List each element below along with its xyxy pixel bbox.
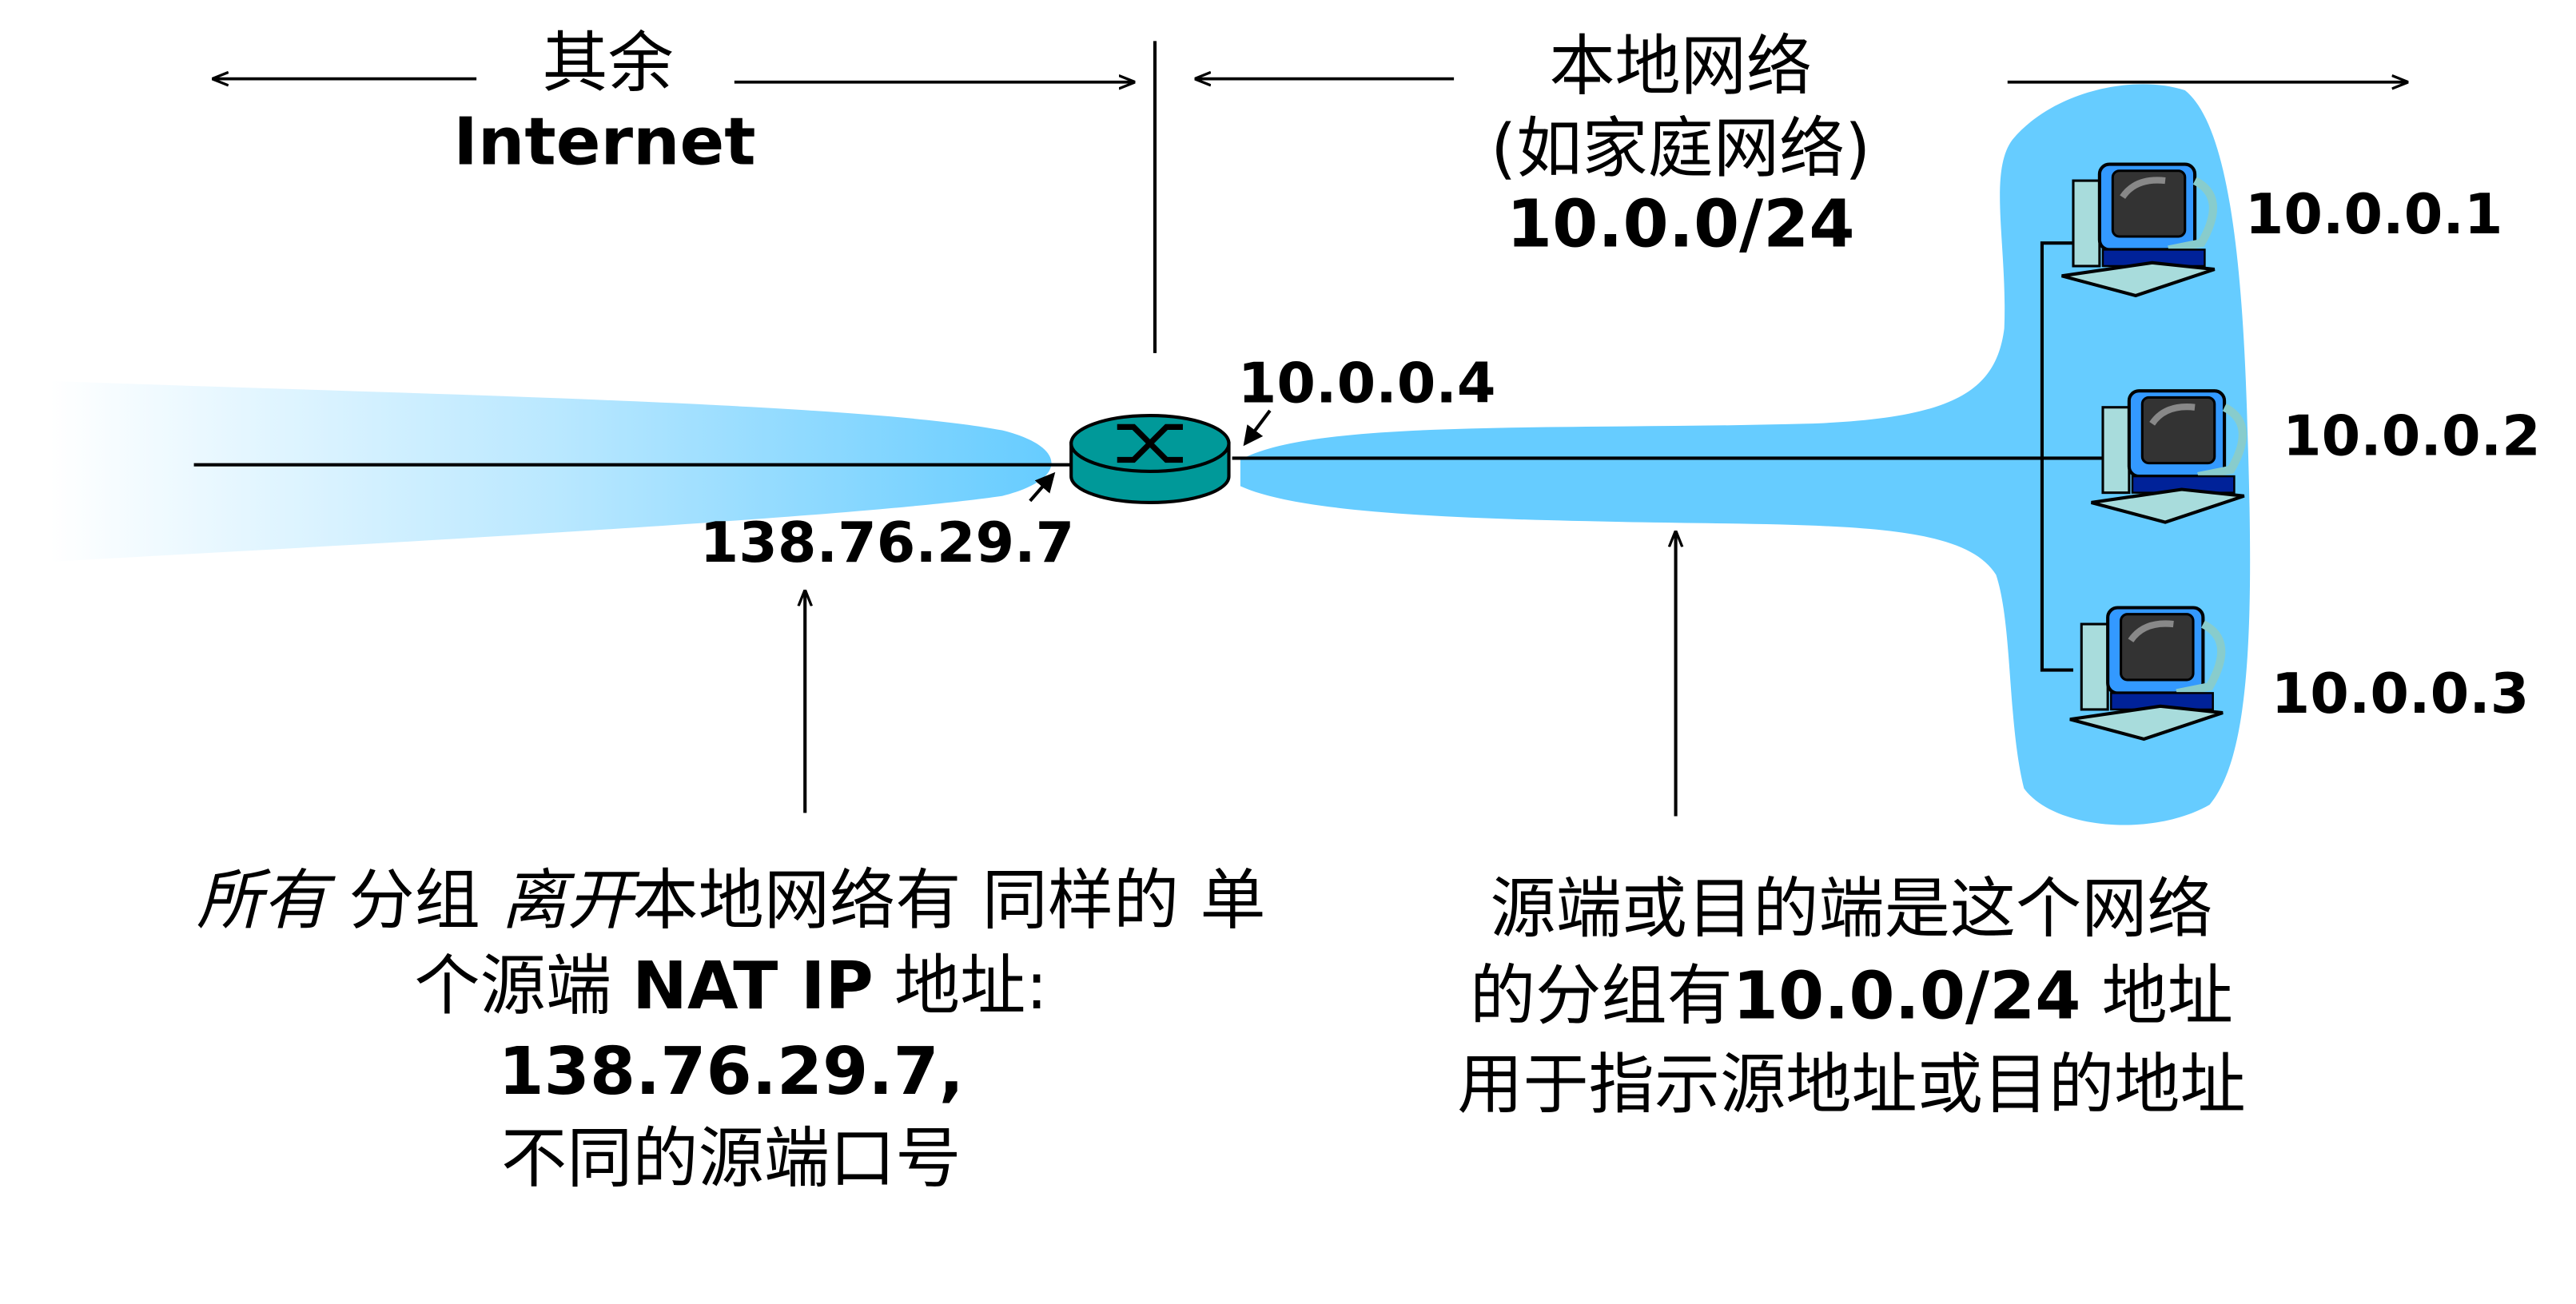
internet-label: 其余 — [542, 26, 673, 101]
computer-icon — [2092, 391, 2244, 522]
pointer-arrow — [1243, 409, 1272, 447]
router-private-ip: 10.0.0.4 — [1238, 352, 1496, 416]
host-ip: 10.0.0.3 — [2271, 662, 2530, 726]
internet-cloud — [49, 380, 1052, 562]
computer-icon — [2070, 608, 2223, 739]
right-note-line2: 的分组有10.0.0/24 地址 — [1470, 958, 2233, 1034]
host-ip: 10.0.0.1 — [2245, 182, 2503, 247]
pointer-arrow — [1029, 471, 1056, 503]
internet-label-en: Internet — [453, 105, 755, 181]
lan-cloud — [1240, 84, 2251, 825]
right-note-line1: 源端或目的端是这个网络 — [1490, 871, 2212, 947]
lan-sublabel: (如家庭网络) — [1491, 111, 1870, 187]
left-note-line4: 不同的源端口号 — [501, 1121, 961, 1197]
left-note-line3: 138.76.29.7, — [498, 1034, 963, 1110]
computer-icon — [2062, 165, 2215, 296]
lan-bus — [2040, 241, 2073, 672]
lan-subnet: 10.0.0/24 — [1507, 186, 1855, 262]
nat-router-icon — [1069, 413, 1231, 505]
right-note-line3: 用于指示源地址或目的地址 — [1457, 1047, 2245, 1123]
router-public-ip: 138.76.29.7 — [700, 511, 1075, 575]
left-note-line2: 个源端 NAT IP 地址: — [414, 948, 1048, 1024]
host-ip: 10.0.0.2 — [2283, 404, 2541, 468]
left-note-line1: 所有 分组 离开本地网络有 同样的 单 — [197, 863, 1266, 939]
lan-label: 本地网络 — [1549, 29, 1812, 105]
